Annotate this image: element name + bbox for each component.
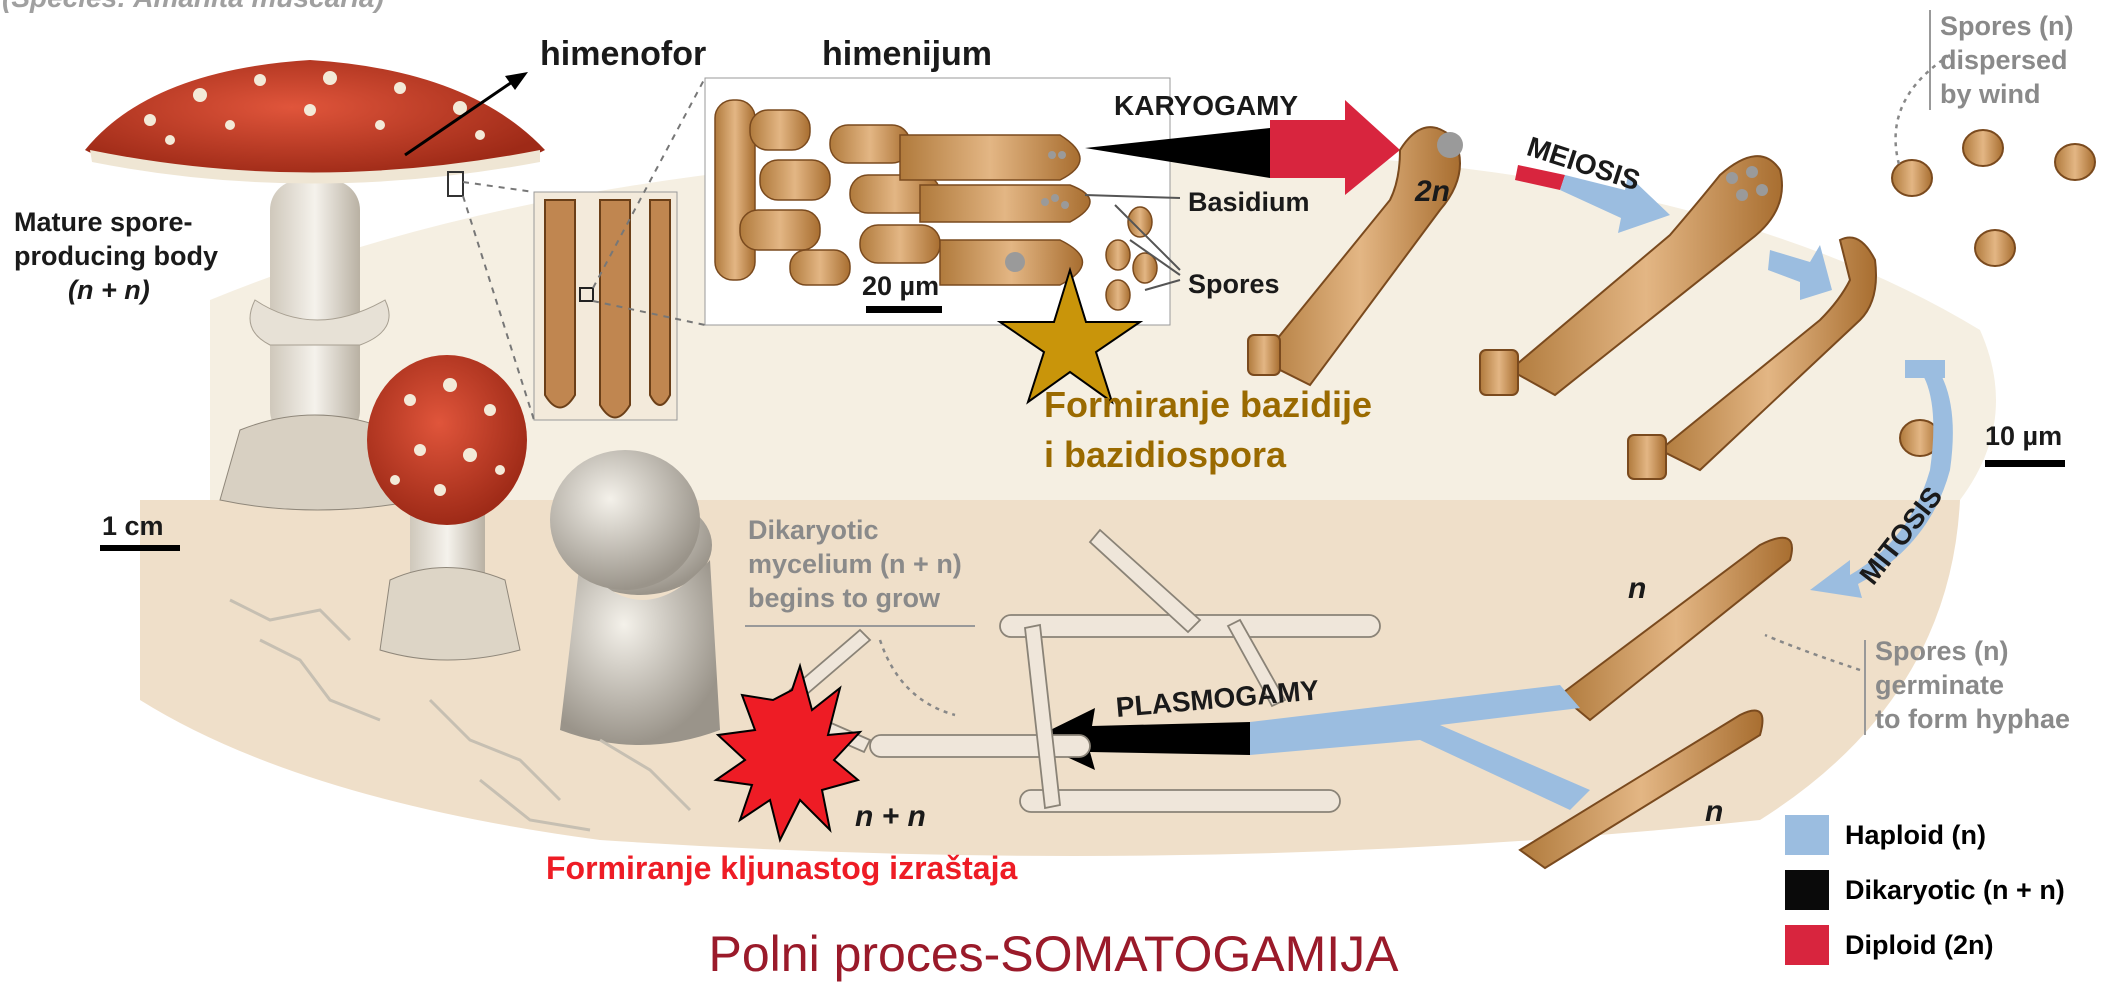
- germinate-label-2: germinate: [1875, 669, 2004, 701]
- caption: Polni proces-SOMATOGAMIJA: [0, 925, 2107, 983]
- germinate-label-3: to form hyphae: [1875, 703, 2070, 735]
- spores-label: Spores: [1188, 268, 1280, 300]
- himenofor-label: himenofor: [540, 35, 706, 74]
- species-title: (Species: Amanita muscaria): [2, 0, 384, 14]
- dispersed-label-1: Spores (n): [1940, 10, 2074, 42]
- scale-1cm: 1 cm: [102, 510, 164, 542]
- hymenium-inset: [705, 78, 1180, 325]
- scale-20um: 20 µm: [862, 270, 939, 302]
- kljunast-label: Formiranje kljunastog izraštaja: [546, 850, 1017, 887]
- dikaryotic-label-3: begins to grow: [748, 582, 940, 614]
- bazidija-label-1: Formiranje bazidije: [1044, 384, 1372, 426]
- himenijum-label: himenijum: [822, 35, 992, 74]
- bazidija-label-2: i bazidiospora: [1044, 434, 1286, 476]
- legend-label-haploid: Haploid (n): [1845, 820, 1986, 851]
- dikaryotic-label-2: mycelium (n + n): [748, 548, 962, 580]
- gill-inset: [534, 192, 677, 420]
- basidium-label: Basidium: [1188, 186, 1310, 218]
- karyogamy-label: KARYOGAMY: [1114, 90, 1298, 122]
- dispersed-label-3: by wind: [1940, 78, 2041, 110]
- legend-swatch-haploid: [1785, 815, 1829, 855]
- legend-haploid: Haploid (n): [1785, 815, 1986, 855]
- haploid-n-label-2: n: [1705, 795, 1723, 829]
- dispersed-label-2: dispersed: [1940, 44, 2068, 76]
- legend-swatch-dikaryotic: [1785, 870, 1829, 910]
- mature-body-label-2: producing body: [14, 240, 218, 272]
- diploid-2n-label: 2n: [1415, 175, 1450, 209]
- germinate-label-1: Spores (n): [1875, 635, 2009, 667]
- scale-10um: 10 µm: [1985, 420, 2062, 452]
- mature-body-label-3: (n + n): [68, 274, 150, 306]
- legend-label-dikaryotic: Dikaryotic (n + n): [1845, 875, 2065, 906]
- dikaryotic-label-1: Dikaryotic: [748, 514, 879, 546]
- mature-body-label-1: Mature spore-: [14, 206, 193, 238]
- dikaryotic-nn-label: n + n: [855, 800, 926, 834]
- haploid-n-label-1: n: [1628, 572, 1646, 606]
- legend-dikaryotic: Dikaryotic (n + n): [1785, 870, 2065, 910]
